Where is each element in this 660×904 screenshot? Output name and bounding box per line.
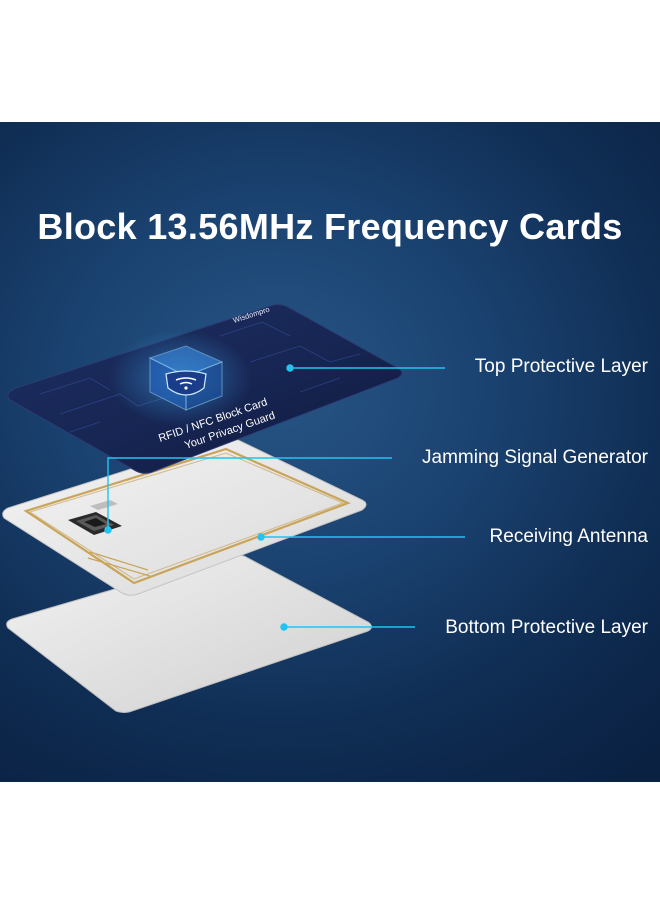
product-image-panel: Block 13.56MHz Frequency Cards — [0, 122, 660, 782]
top-card: Wisdompro RFID / NFC Block Card Your Pri… — [7, 304, 403, 474]
callout-receiving-antenna: Receiving Antenna — [489, 526, 648, 547]
antenna-card — [2, 438, 367, 596]
shield-cube-graphic — [148, 345, 224, 411]
wifi-shield-icon — [165, 370, 207, 396]
headline: Block 13.56MHz Frequency Cards — [37, 206, 623, 247]
bottom-card — [6, 554, 372, 713]
exploded-card-illustration: Wisdompro RFID / NFC Block Card Your Pri… — [2, 304, 465, 713]
callout-jamming-signal-generator: Jamming Signal Generator — [422, 447, 648, 468]
callout-top-protective-layer: Top Protective Layer — [474, 356, 648, 377]
callout-lines — [104, 364, 465, 631]
callout-bottom-protective-layer: Bottom Protective Layer — [445, 617, 648, 638]
